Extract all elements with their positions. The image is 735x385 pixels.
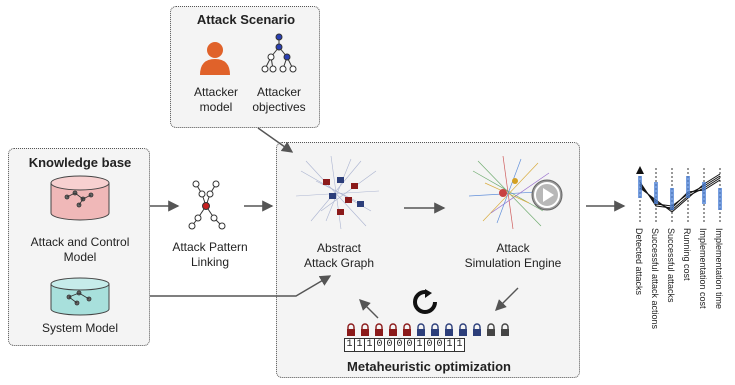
simulation-graph-icon [468, 155, 563, 230]
pc-range-bar [702, 182, 706, 204]
lock-icon [487, 323, 495, 336]
lock-icon [473, 323, 481, 336]
attacker-objectives-label: Attacker objectives [252, 85, 306, 114]
attacker-model-label: Attacker model [193, 85, 238, 114]
attack-control-model-label: Attack and Control Model [30, 235, 130, 264]
pc-range-bar [654, 182, 658, 204]
attack-scenario-title: Attack Scenario [196, 12, 296, 27]
lock-icon [417, 323, 425, 336]
optimization-loop-box: Abstract Attack Graph Attack Simulation … [276, 142, 580, 378]
countermeasure-locks [347, 323, 509, 336]
lock-icon [389, 323, 397, 336]
pc-range-bar [686, 176, 690, 198]
system-model-db-icon [50, 277, 110, 316]
pc-axis-label: Implementation cost [698, 228, 708, 309]
pc-axis-label: Detected attacks [634, 228, 644, 296]
attack-simulation-engine-label: Attack Simulation Engine [464, 241, 562, 270]
loop-refresh-icon [413, 289, 437, 314]
play-icon [543, 188, 554, 202]
abstract-attack-graph-icon [295, 155, 380, 230]
pc-range-bar [670, 188, 674, 210]
system-model-label: System Model [41, 321, 119, 335]
pc-line [639, 177, 721, 211]
lock-icon [347, 323, 355, 336]
lock-icon [459, 323, 467, 336]
pc-line [639, 179, 721, 209]
lock-icon [431, 323, 439, 336]
objectives-tree-icon [261, 33, 297, 73]
bit-cell: 1 [454, 338, 465, 352]
lock-icon [375, 323, 383, 336]
pc-axis-label: Successful attacks [666, 228, 676, 303]
pc-line [639, 173, 721, 213]
lock-icon [445, 323, 453, 336]
knowledge-base-box: Knowledge base Attack and Control Model … [8, 148, 150, 346]
pc-range-bar [638, 176, 642, 198]
parallel-coordinates-plot [636, 166, 722, 224]
pc-axis-label: Successful attack actions [650, 228, 660, 330]
lock-icon [501, 323, 509, 336]
attack-scenario-box: Attack Scenario Attacker model Attacker … [170, 6, 320, 128]
metaheuristic-optimization-label: Metaheuristic optimization [347, 359, 511, 374]
lock-icon [403, 323, 411, 336]
pc-axis-label: Implementation time [714, 228, 724, 310]
pc-axis-arrow [636, 166, 644, 174]
attack-pattern-linking-label: Attack Pattern Linking [172, 240, 248, 269]
pc-line [639, 175, 721, 207]
attack-control-db-icon [50, 175, 110, 221]
pc-axis-label: Running cost [682, 228, 692, 281]
knowledge-base-title: Knowledge base [28, 155, 132, 170]
pc-range-bar [718, 188, 722, 210]
attack-pattern-tree-icon [188, 180, 226, 230]
abstract-attack-graph-label: Abstract Attack Graph [303, 241, 375, 270]
attacker-icon [200, 42, 230, 75]
lock-icon [361, 323, 369, 336]
